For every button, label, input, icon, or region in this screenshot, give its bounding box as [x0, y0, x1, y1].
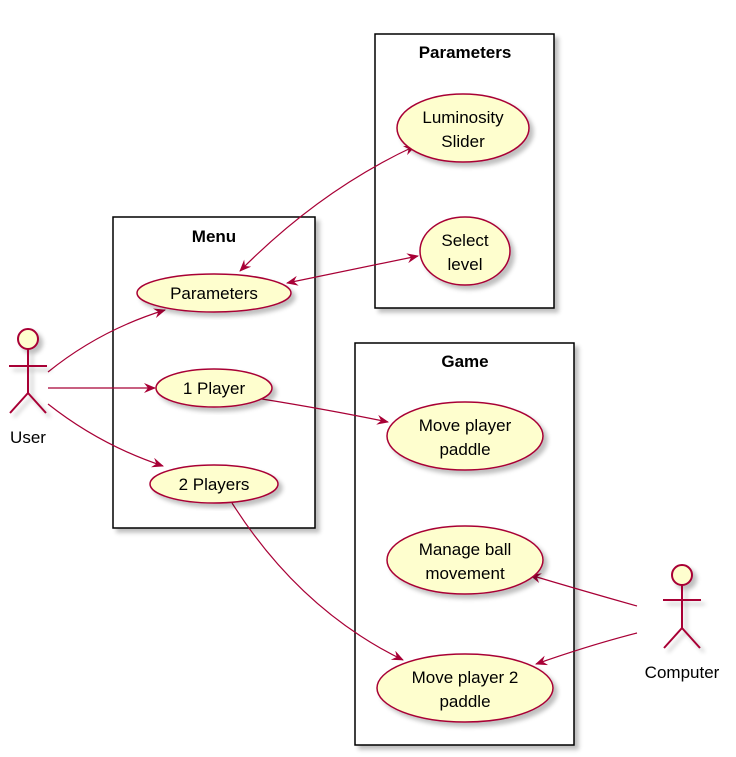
svg-text:Select: Select: [441, 231, 489, 250]
relation-two-players-move-paddle-2: [231, 502, 404, 661]
usecase-manage-ball-movement: Manage ball movement: [386, 525, 544, 595]
actor-computer-label: Computer: [645, 663, 720, 682]
svg-text:Slider: Slider: [441, 132, 485, 151]
usecase-two-players: 2 Players: [149, 464, 279, 504]
user-stick-figure-icon: [9, 328, 47, 414]
svg-text:2 Players: 2 Players: [179, 475, 250, 494]
relation-computer-manage-ball: [529, 573, 638, 607]
usecase-parameters: Parameters: [136, 273, 292, 313]
relations: [47, 145, 638, 666]
usecase-select-level: Select level: [419, 216, 511, 286]
actor-user: User: [9, 328, 47, 447]
relation-one-player-move-paddle: [261, 398, 389, 425]
actor-computer: Computer: [645, 564, 720, 682]
svg-text:Luminosity: Luminosity: [422, 108, 504, 127]
usecase-luminosity-slider: Luminosity Slider: [396, 93, 530, 163]
actor-user-label: User: [10, 428, 46, 447]
relation-user-two-players: [47, 403, 164, 468]
svg-text:paddle: paddle: [439, 440, 490, 459]
relation-parameters-luminosity-slider: [239, 145, 416, 272]
relation-computer-move-paddle-2: [535, 632, 638, 666]
package-parameters-title: Parameters: [419, 43, 512, 62]
usecase-move-player-2-paddle: Move player 2 paddle: [376, 653, 554, 723]
svg-text:Move player 2: Move player 2: [412, 668, 519, 687]
svg-text:paddle: paddle: [439, 692, 490, 711]
svg-text:Move player: Move player: [419, 416, 512, 435]
svg-text:Parameters: Parameters: [170, 284, 258, 303]
relation-user-parameters: [47, 308, 166, 373]
relation-parameters-select-level: [286, 253, 419, 286]
computer-stick-figure-icon: [663, 564, 701, 649]
usecase-one-player: 1 Player: [155, 368, 273, 408]
usecase-move-player-paddle: Move player paddle: [386, 401, 544, 471]
package-menu-title: Menu: [192, 227, 236, 246]
svg-text:Manage ball: Manage ball: [419, 540, 512, 559]
svg-text:level: level: [448, 255, 483, 274]
package-game-title: Game: [441, 352, 488, 371]
svg-text:movement: movement: [425, 564, 505, 583]
svg-text:1 Player: 1 Player: [183, 379, 246, 398]
